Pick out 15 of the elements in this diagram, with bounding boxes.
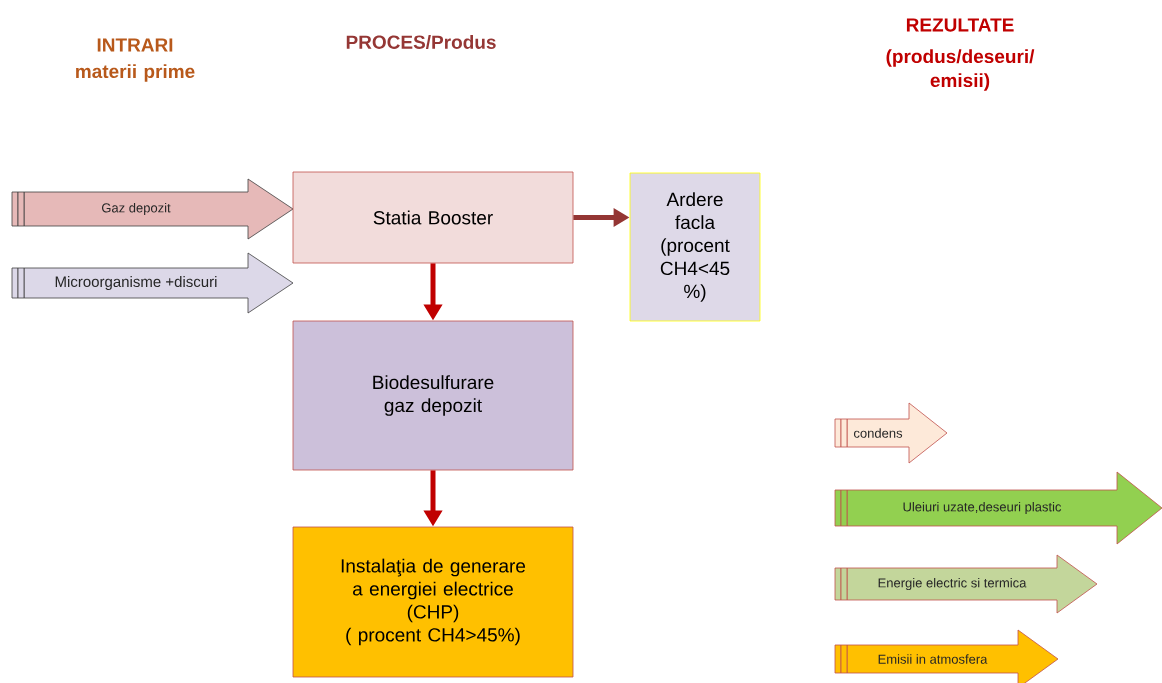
heading: INTRARI (97, 38, 173, 52)
heading: REZULTATE (906, 18, 1014, 32)
banner-box: Microorganisme +discuri (11, 252, 294, 314)
process-box: Statia Booster (292, 171, 574, 264)
heading: (produs/deseuri/ emisii) (886, 49, 1035, 91)
banner-box: Uleiuri uzate,deseuri plastic (834, 471, 1162, 545)
process-box: Instalaţia de generare a energiei electrice (CHP) ( procent CH4>45%) (292, 526, 574, 678)
process-box: Biodesulfurare gaz depozit (292, 320, 574, 471)
heading: materii prime (76, 64, 195, 82)
banner-box: Gaz depozit (11, 178, 294, 240)
output-box: Ardere facla (procent CH4<45 %) (629, 172, 761, 322)
banner-box: condens (834, 402, 948, 464)
heading: PROCES/Produs (346, 34, 496, 50)
banner-box: Emisii in atmosfera (834, 629, 1059, 683)
banner-box: Energie electric si termica (834, 554, 1098, 614)
